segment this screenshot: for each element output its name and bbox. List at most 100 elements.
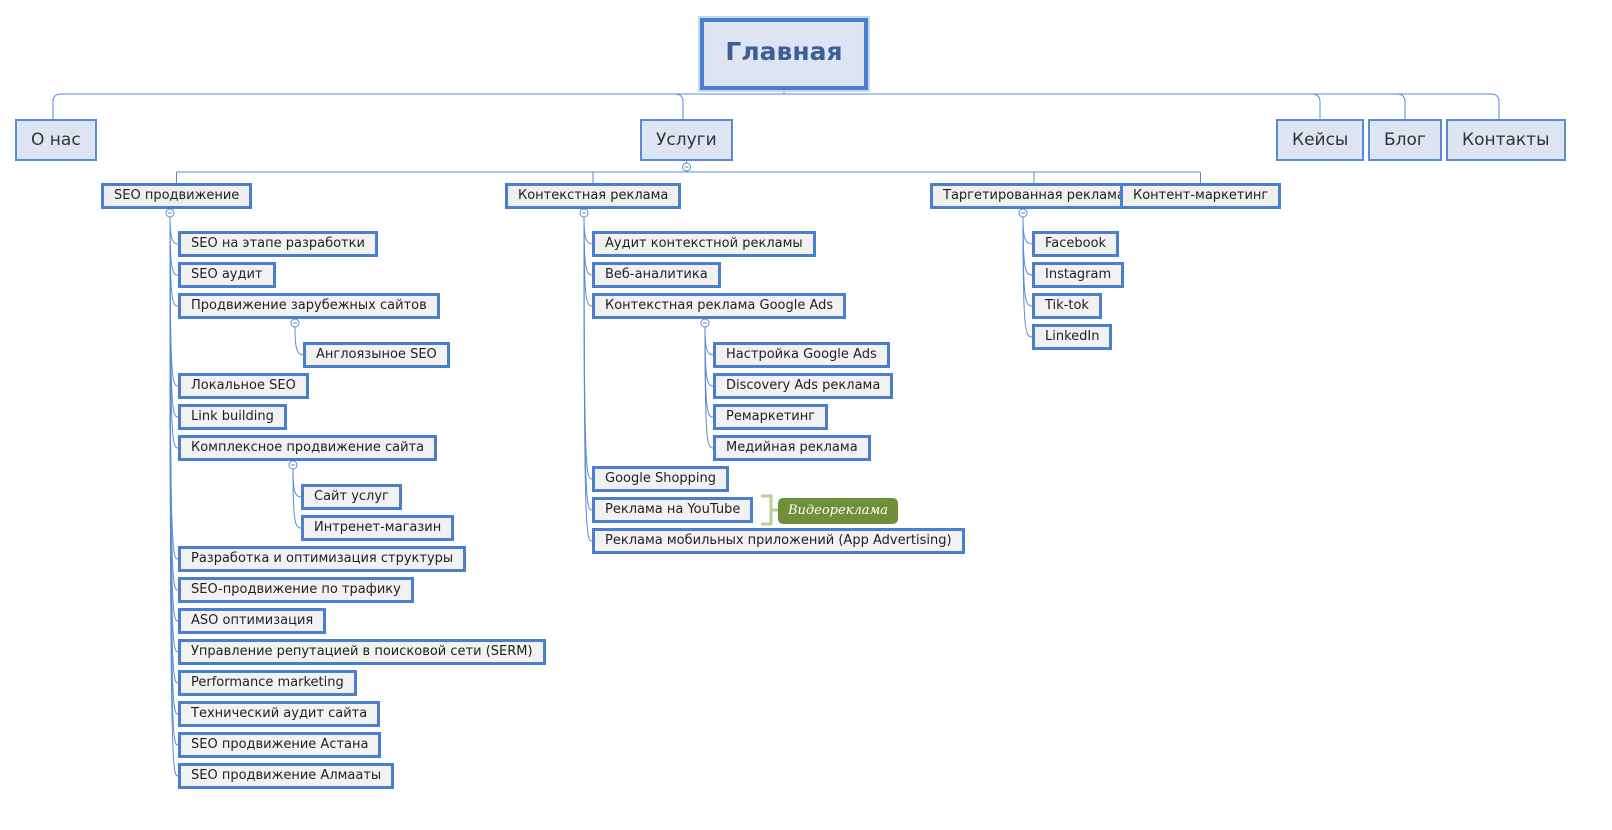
node-label: Реклама на YouTube [605, 502, 741, 517]
connector-line [704, 326, 714, 387]
smm-item-instagram[interactable]: Instagram [1032, 262, 1125, 288]
ppc-item-audit[interactable]: Аудит контекстной рекламы [592, 231, 816, 257]
connector-line [294, 326, 304, 356]
connector-line [583, 216, 593, 245]
connector-line [169, 216, 179, 276]
nav-node-services[interactable]: Услуги [640, 119, 733, 161]
seo-item-link-building[interactable]: Link building [178, 404, 287, 430]
node-label: Instagram [1045, 267, 1112, 282]
node-label: Discovery Ads реклама [726, 378, 881, 393]
node-label: Веб-аналитика [605, 267, 708, 282]
seo-item-traffic[interactable]: SEO-продвижение по трафику [178, 577, 414, 603]
node-label: Контент-маркетинг [1133, 188, 1269, 203]
node-label: Продвижение зарубежных сайтов [191, 298, 427, 313]
video-ads-summary-tag[interactable]: Видеореклама [778, 498, 899, 524]
seo-item-astana[interactable]: SEO продвижение Астана [178, 732, 382, 758]
connector-line [1396, 93, 1406, 119]
ppc-item-setup[interactable]: Настройка Google Ads [713, 342, 890, 368]
seo-item-foreign[interactable]: Продвижение зарубежных сайтов [178, 293, 440, 319]
seo-item-shop[interactable]: Интренет-магазин [301, 515, 455, 541]
node-label: Настройка Google Ads [726, 347, 877, 362]
connector-line [1490, 93, 1500, 119]
seo-item-audit[interactable]: SEO аудит [178, 262, 276, 288]
node-label: SEO аудит [191, 267, 263, 282]
nav-node-about[interactable]: О нас [15, 119, 97, 161]
node-label: SEO продвижение Астана [191, 737, 369, 752]
node-label: Link building [191, 409, 274, 424]
connector-line [583, 216, 593, 542]
node-label: Google Shopping [605, 471, 717, 486]
node-label: Разработка и оптимизация структуры [191, 551, 454, 566]
connector-line [583, 216, 593, 276]
node-label: Медийная реклама [726, 440, 858, 455]
node-label: Локальное SEO [191, 378, 296, 393]
ppc-item-google-ads[interactable]: Контекстная реклама Google Ads [592, 293, 847, 319]
node-label: Реклама мобильных приложений (App Advert… [605, 533, 952, 548]
seo-item-serm[interactable]: Управление репутацией в поисковой сети (… [178, 639, 546, 665]
node-label: Блог [1384, 130, 1426, 150]
connector-line [674, 93, 684, 119]
connector-line [292, 468, 302, 529]
smm-item-tiktok[interactable]: Tik-tok [1032, 293, 1102, 319]
node-label: Услуги [656, 130, 717, 150]
node-label: Контакты [1462, 130, 1550, 150]
root-label: Главная [725, 37, 843, 66]
node-label: Управление репутацией в поисковой сети (… [191, 644, 533, 659]
ppc-item-media[interactable]: Медийная реклама [713, 435, 871, 461]
seo-item-aso[interactable]: ASO оптимизация [178, 608, 327, 634]
nav-node-cases[interactable]: Кейсы [1276, 119, 1365, 161]
service-node-content[interactable]: Контент-маркетинг [1120, 183, 1282, 209]
ppc-item-app[interactable]: Реклама мобильных приложений (App Advert… [592, 528, 965, 554]
ppc-item-youtube[interactable]: Реклама на YouTube [592, 497, 754, 523]
ppc-item-discovery[interactable]: Discovery Ads реклама [713, 373, 894, 399]
root-node-home[interactable]: Главная [698, 16, 870, 92]
node-label: Аудит контекстной рекламы [605, 236, 803, 251]
node-label: Англоязыное SEO [316, 347, 437, 362]
tag-label: Видеореклама [788, 503, 889, 518]
node-label: SEO продвижение Алмааты [191, 768, 382, 783]
ppc-item-shopping[interactable]: Google Shopping [592, 466, 730, 492]
connector-line [704, 326, 714, 356]
seo-item-performance[interactable]: Performance marketing [178, 670, 357, 696]
seo-item-almaty[interactable]: SEO продвижение Алмааты [178, 763, 395, 789]
ppc-item-analytics[interactable]: Веб-аналитика [592, 262, 721, 288]
node-label: Интренет-магазин [314, 520, 442, 535]
node-label: Сайт услуг [314, 489, 389, 504]
node-label: Performance marketing [191, 675, 344, 690]
service-node-smm[interactable]: Таргетированная реклама [930, 183, 1138, 209]
connector-line [1022, 216, 1033, 338]
connector-line [292, 468, 302, 498]
node-label: Таргетированная реклама [943, 188, 1125, 203]
service-node-seo[interactable]: SEO продвижение [101, 183, 253, 209]
node-label: Технический аудит сайта [191, 706, 368, 721]
connector-line [1311, 93, 1321, 119]
node-label: LinkedIn [1045, 329, 1100, 344]
node-label: Tik-tok [1045, 298, 1089, 313]
node-label: О нас [31, 130, 81, 150]
summary-bracket [761, 494, 778, 526]
seo-item-local[interactable]: Локальное SEO [178, 373, 309, 399]
seo-item-services-site[interactable]: Сайт услуг [301, 484, 402, 510]
seo-item-complex[interactable]: Комплексное продвижение сайта [178, 435, 438, 461]
node-label: Контекстная реклама [518, 188, 669, 203]
connector-line [1022, 216, 1033, 245]
smm-item-facebook[interactable]: Facebook [1032, 231, 1120, 257]
nav-node-blog[interactable]: Блог [1368, 119, 1442, 161]
seo-item-structure[interactable]: Разработка и оптимизация структуры [178, 546, 467, 572]
node-label: Facebook [1045, 236, 1107, 251]
smm-item-linkedin[interactable]: LinkedIn [1032, 324, 1113, 350]
ppc-item-remarketing[interactable]: Ремаркетинг [713, 404, 829, 430]
node-label: SEO-продвижение по трафику [191, 582, 401, 597]
node-label: SEO продвижение [114, 188, 240, 203]
service-node-ppc[interactable]: Контекстная реклама [505, 183, 682, 209]
node-label: Комплексное продвижение сайта [191, 440, 425, 455]
connector-line [704, 326, 714, 449]
nav-node-contacts[interactable]: Контакты [1446, 119, 1566, 161]
connector-line [169, 216, 179, 777]
seo-item-english[interactable]: Англоязыное SEO [303, 342, 450, 368]
node-label: Кейсы [1292, 130, 1349, 150]
seo-item-tech-audit[interactable]: Технический аудит сайта [178, 701, 381, 727]
seo-item-dev[interactable]: SEO на этапе разработки [178, 231, 378, 257]
